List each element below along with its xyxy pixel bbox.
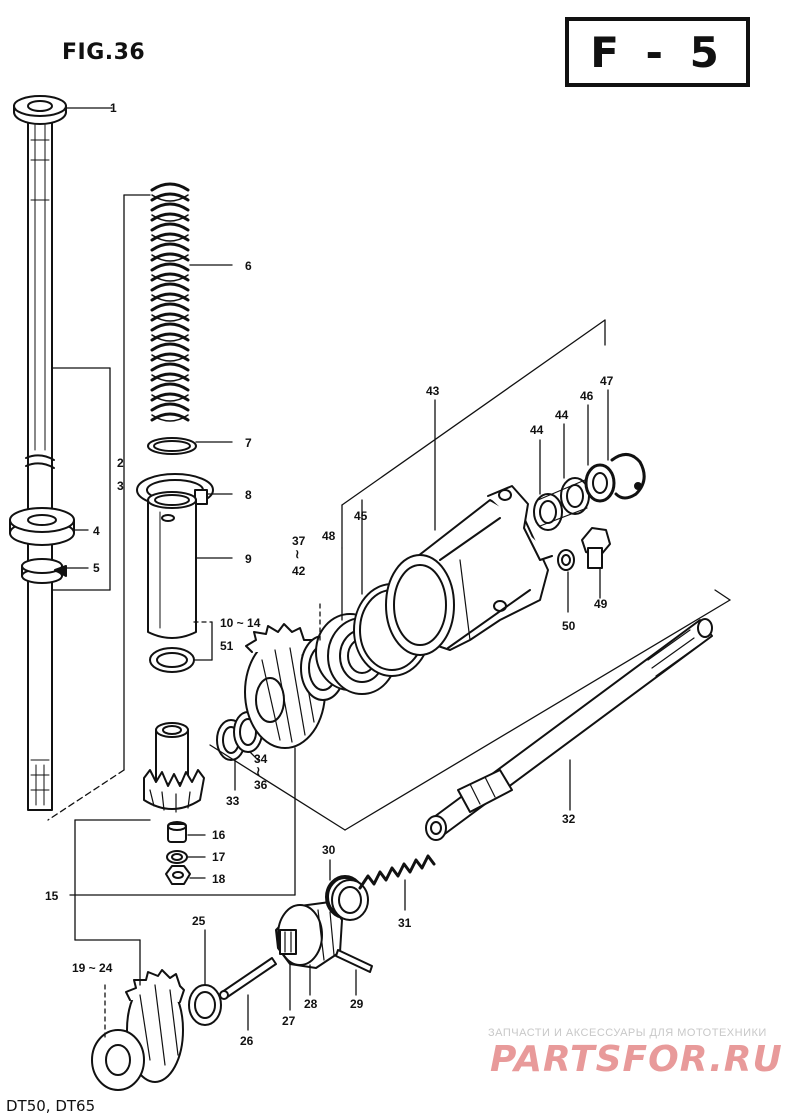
callout-1: 1	[110, 101, 117, 115]
callout-45: 45	[354, 509, 368, 523]
callout-2: 2	[117, 456, 124, 470]
watermark-caption: ЗАПЧАСТИ И АКСЕССУАРЫ ДЛЯ МОТОТЕХНИКИ	[488, 1027, 767, 1039]
part-26-push-rod	[219, 957, 277, 1000]
callout-8: 8	[245, 488, 252, 502]
callout-36: 36	[254, 778, 268, 792]
part-7-ring	[147, 437, 197, 455]
part-6-spring	[150, 180, 190, 425]
part-19-24-gear	[91, 969, 185, 1091]
callout-3: 3	[117, 479, 124, 493]
callout-tilde-37-42: ≀	[295, 547, 300, 561]
figure-code: F - 5	[590, 27, 725, 77]
watermark-logo: PARTSFOR.RU	[490, 1039, 783, 1080]
part-16-spacer	[167, 821, 187, 843]
part-46-seal	[584, 463, 616, 503]
callout-29: 29	[350, 997, 364, 1011]
part-18-nut	[165, 865, 191, 885]
part-17-washer	[166, 850, 188, 864]
callout-47: 47	[600, 374, 614, 388]
part-27-28-clutch	[275, 901, 343, 969]
part-1-seal	[13, 95, 67, 125]
part-5-collar	[21, 558, 67, 584]
part-9-tube	[147, 491, 197, 639]
callout-tilde-34-36: ≀	[256, 764, 261, 778]
callout-labels: 1 2 3 4 5 6 7 8 9 10 ~ 14 51 16 17 18 15…	[45, 101, 614, 1048]
callout-44-b: 44	[555, 408, 569, 422]
part-30-seal	[325, 875, 369, 921]
part-31-spring	[358, 854, 436, 890]
part-44-bearings	[533, 477, 590, 531]
part-49-bolt	[581, 527, 611, 569]
callout-37: 37	[292, 534, 306, 548]
callout-16: 16	[212, 828, 226, 842]
callout-18: 18	[212, 872, 226, 886]
callout-46: 46	[580, 389, 594, 403]
part-50-washer	[557, 549, 575, 571]
part-4-bearing	[9, 507, 75, 546]
callout-43: 43	[426, 384, 440, 398]
drive-shaft	[25, 119, 55, 811]
callout-48: 48	[322, 529, 336, 543]
callout-27: 27	[282, 1014, 296, 1028]
callout-26: 26	[240, 1034, 254, 1048]
part-32-propeller-shaft	[425, 618, 713, 841]
callout-50: 50	[562, 619, 576, 633]
callout-17: 17	[212, 850, 226, 864]
callout-25: 25	[192, 914, 206, 928]
model-codes: DT50, DT65	[6, 1097, 96, 1115]
callout-49: 49	[594, 597, 608, 611]
callout-42: 42	[292, 564, 306, 578]
figure-code-box: F - 5	[565, 17, 750, 87]
callout-9: 9	[245, 552, 252, 566]
callout-30: 30	[322, 843, 336, 857]
callout-6: 6	[245, 259, 252, 273]
part-47-circlip	[610, 453, 646, 500]
callout-32: 32	[562, 812, 576, 826]
callout-51: 51	[220, 639, 234, 653]
callout-28: 28	[304, 997, 318, 1011]
callout-44-a: 44	[530, 423, 544, 437]
figure-title: FIG.36	[62, 40, 146, 65]
callout-5: 5	[93, 561, 100, 575]
part-25-shim	[188, 984, 222, 1026]
callout-34: 34	[254, 752, 268, 766]
part-29-pin	[335, 949, 373, 973]
part-43-bearing-housing	[385, 485, 553, 656]
callout-15: 15	[45, 889, 59, 903]
callout-10-14: 10 ~ 14	[220, 616, 261, 630]
leader-lines	[47, 107, 731, 1041]
callout-4: 4	[93, 524, 100, 538]
part-51-washer	[149, 647, 195, 673]
callout-7: 7	[245, 436, 252, 450]
part-15-pinion	[143, 722, 205, 813]
callout-31: 31	[398, 916, 412, 930]
callout-33: 33	[226, 794, 240, 808]
callout-19-24: 19 ~ 24	[72, 961, 113, 975]
